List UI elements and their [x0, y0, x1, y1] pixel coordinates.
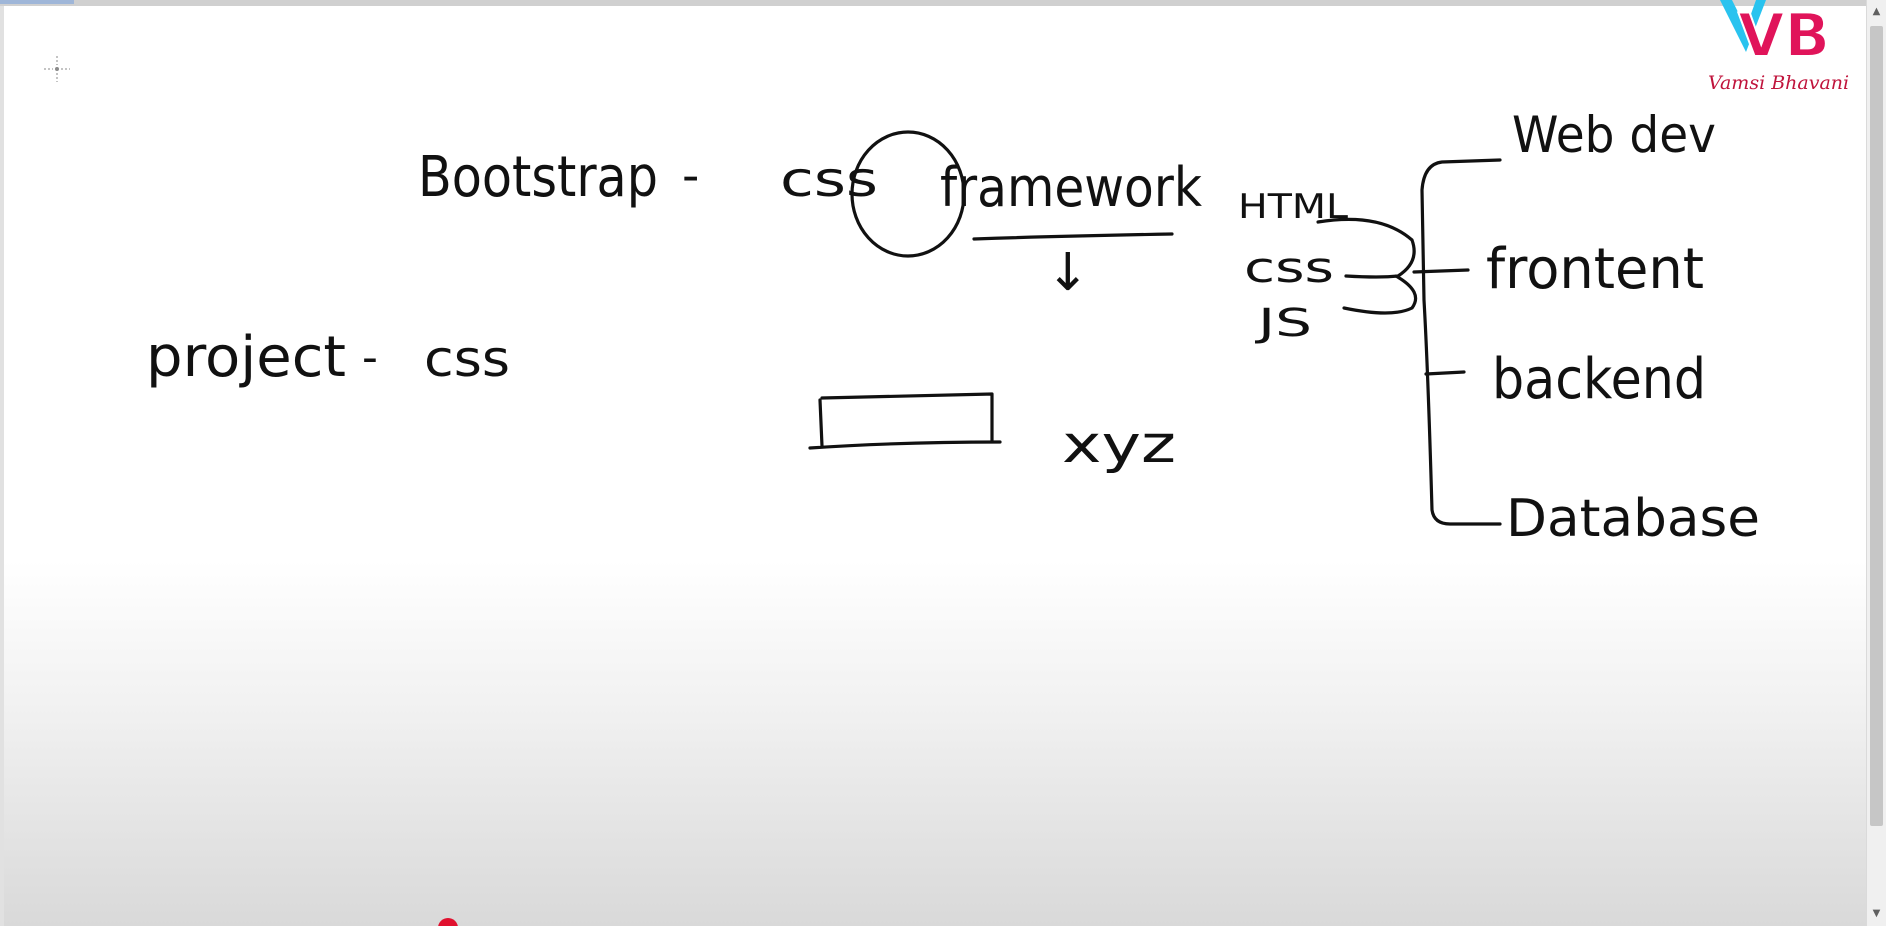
project-css-label: css	[424, 330, 510, 388]
window-top-accent	[0, 0, 74, 4]
scroll-down-icon[interactable]: ▼	[1872, 908, 1881, 919]
branch-frontent-label: frontent	[1486, 237, 1704, 302]
circled-css-label: css	[780, 152, 878, 208]
logo-v-shape	[1720, 0, 1766, 52]
framework-underline	[972, 232, 1174, 241]
down-arrow-icon: ↓	[1046, 243, 1090, 303]
window-left-border	[0, 6, 4, 926]
vertical-scrollbar[interactable]: ▲ ▼	[1866, 0, 1886, 926]
branch-backend-label: backend	[1492, 347, 1706, 412]
logo-monogram: VB	[1738, 1, 1830, 71]
logo-caption: Vamsi Bhavani	[1708, 72, 1850, 94]
project-label: project	[146, 325, 346, 390]
bootstrap-label: Bootstrap	[418, 145, 658, 210]
crosshair-cursor-icon	[44, 56, 70, 82]
project-dash: -	[362, 332, 378, 383]
branch-connector-frontent	[1412, 268, 1470, 274]
branch-tree	[1420, 158, 1502, 526]
framework-label: framework	[940, 156, 1203, 219]
scroll-thumb[interactable]	[1870, 26, 1883, 826]
branch-connector-backend	[1424, 370, 1466, 376]
branch-database-label: Database	[1506, 489, 1760, 549]
blank-box	[808, 392, 1002, 450]
css-circle	[850, 130, 966, 258]
window-top-border	[0, 0, 1866, 6]
stack-brace	[1316, 217, 1418, 315]
scroll-up-icon[interactable]: ▲	[1872, 6, 1881, 17]
stack-css-label: css	[1244, 243, 1334, 292]
branch-webdev-label: Web dev	[1512, 106, 1716, 164]
stack-js-label: JS	[1255, 301, 1312, 345]
laser-pointer-dot	[438, 918, 458, 926]
xyz-label: xyz	[1062, 415, 1176, 475]
bootstrap-dash: -	[682, 148, 699, 204]
channel-logo: VB	[1720, 0, 1831, 72]
